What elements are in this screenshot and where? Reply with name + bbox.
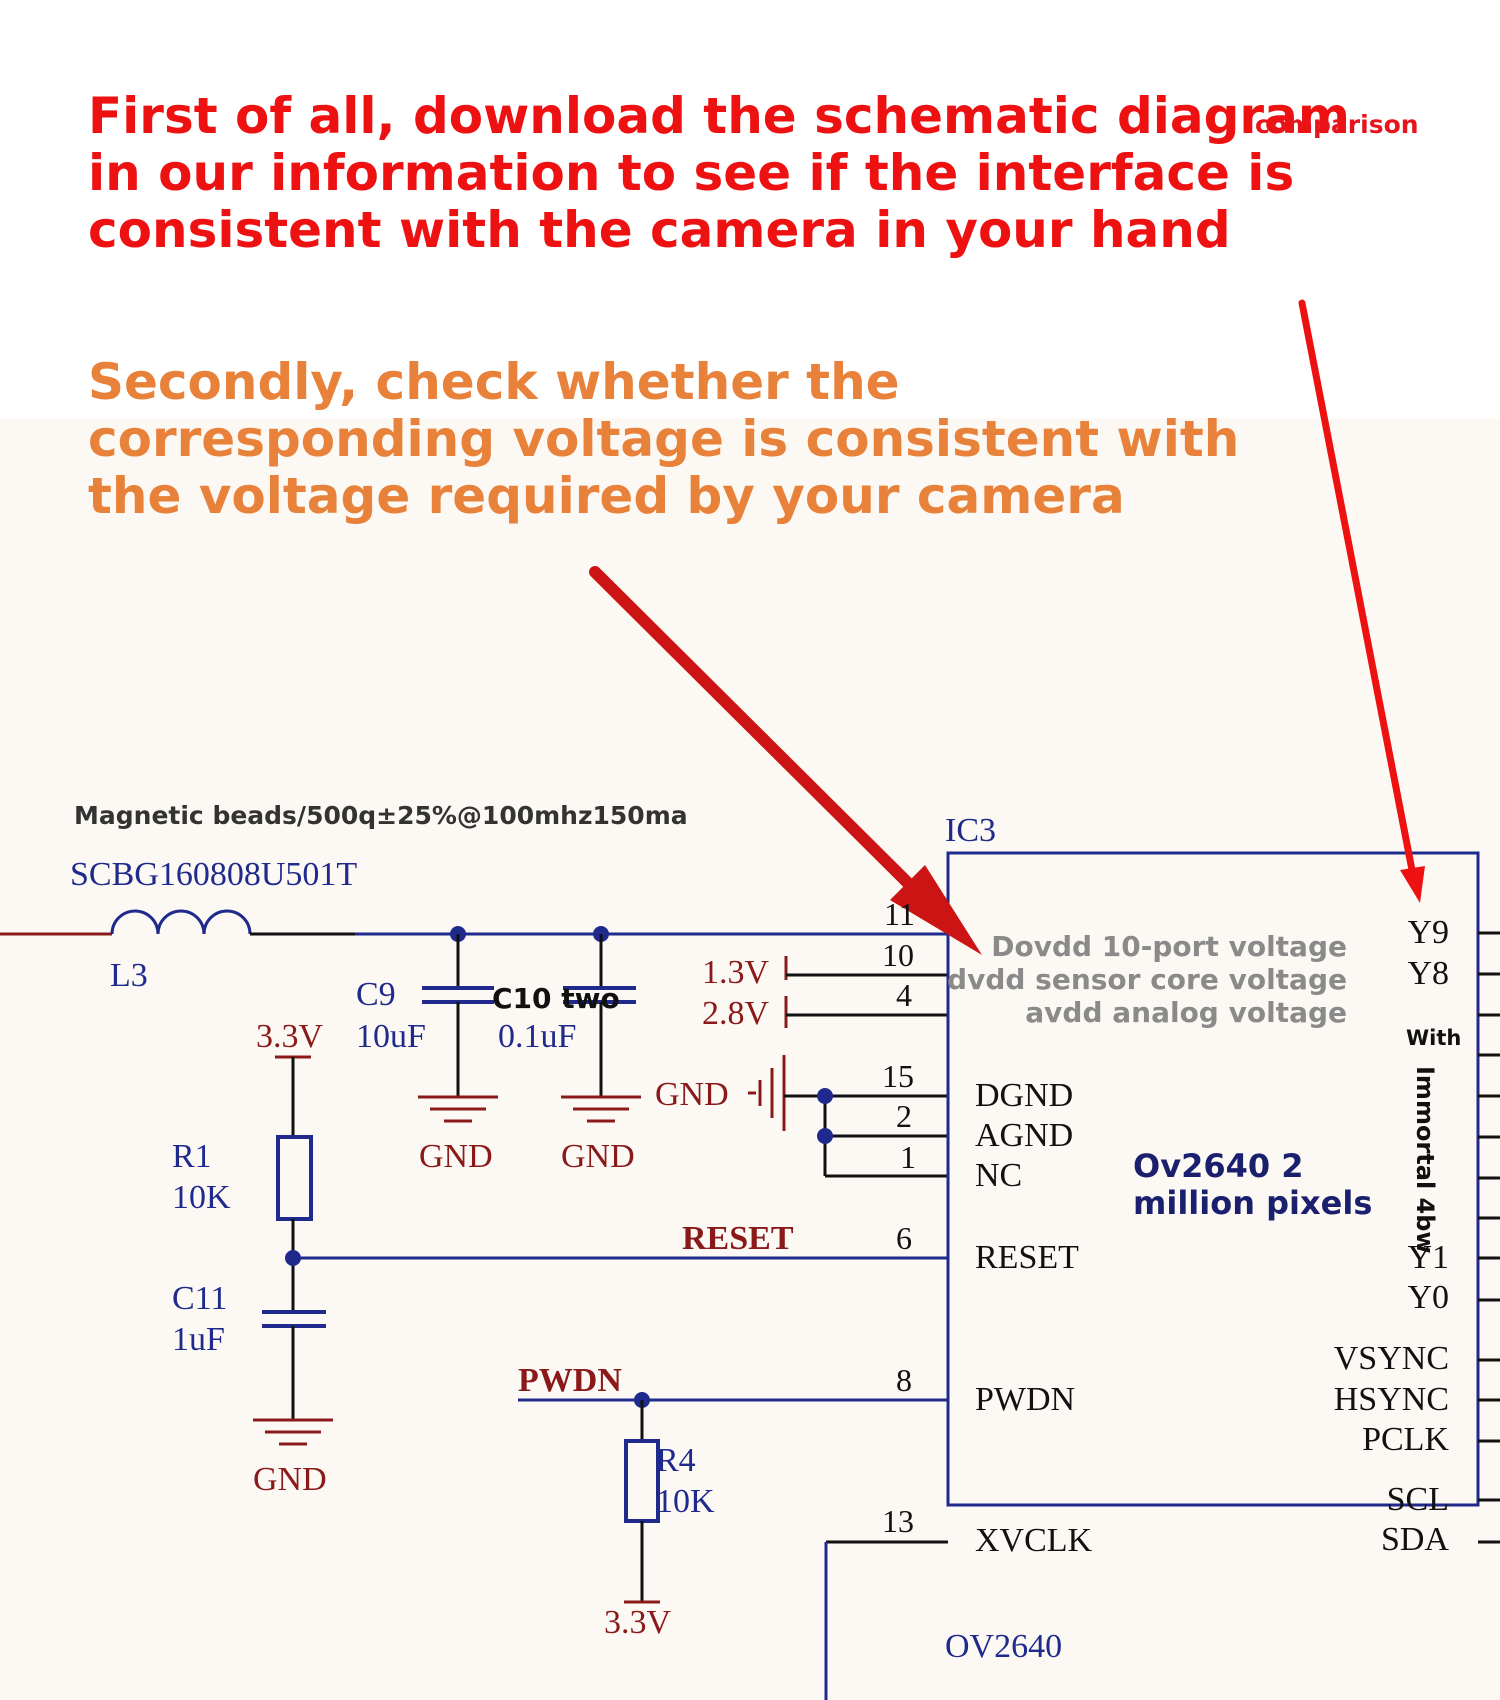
- c9-capacitor: [418, 934, 498, 1123]
- second-heading-line-2: corresponding voltage is consistent with: [88, 410, 1240, 468]
- pin-number-6: 6: [896, 1220, 912, 1256]
- second-heading-line-3: the voltage required by your camera: [88, 467, 1125, 525]
- pin-number-2: 2: [896, 1098, 912, 1134]
- r4-value: 10K: [656, 1483, 715, 1520]
- c10-capacitor: [561, 934, 641, 1123]
- xvclk-wire: [824, 1540, 948, 1700]
- c9-value: 10uF: [356, 1018, 426, 1055]
- ic3-ref-label: IC3: [945, 812, 996, 849]
- pin-label-y0: Y0: [1407, 1279, 1449, 1316]
- pin-label-xvclk: XVCLK: [975, 1522, 1093, 1559]
- pin-number-13: 13: [882, 1503, 914, 1539]
- arrow-to-y9-pin: [1298, 299, 1425, 903]
- lower-background: [0, 418, 1500, 1700]
- pin-label-vsync: VSYNC: [1333, 1340, 1449, 1377]
- pwdn-net-label: PWDN: [518, 1362, 622, 1399]
- gnd-ic-label: GND: [655, 1076, 729, 1113]
- second-heading-line-1: Secondly, check whether the: [88, 353, 900, 411]
- c10-note: C10 two: [492, 982, 620, 1015]
- pin-label-sda: SDA: [1380, 1521, 1449, 1558]
- pin-number-4: 4: [896, 977, 912, 1013]
- pin-label-y8: Y8: [1407, 955, 1449, 992]
- v33-bottom-label: 3.3V: [604, 1604, 672, 1641]
- gnd-c9-label: GND: [419, 1138, 493, 1175]
- pin-label-pwdn: PWDN: [975, 1381, 1076, 1418]
- v13-label: 1.3V: [702, 954, 770, 991]
- voltage-supplies: [784, 956, 948, 1028]
- reset-net-label: RESET: [682, 1220, 794, 1257]
- pin-label-nc: NC: [975, 1157, 1023, 1194]
- voltage-note-dovdd: Dovdd 10-port voltage: [991, 930, 1347, 963]
- gnd-symbol-ic: [748, 1055, 948, 1178]
- first-heading-line-1: First of all, download the schematic dia…: [88, 87, 1350, 145]
- v33-top-label: 3.3V: [256, 1018, 324, 1055]
- pin-label-pclk: PCLK: [1362, 1421, 1449, 1458]
- ov2640-desc-line-2: million pixels: [1133, 1184, 1373, 1222]
- pin-number-1: 1: [900, 1139, 916, 1175]
- pin-label-y9: Y9: [1407, 914, 1449, 951]
- pin-number-15: 15: [882, 1058, 914, 1094]
- pin-number-8: 8: [896, 1362, 912, 1398]
- voltage-note-avdd: avdd analog voltage: [1025, 996, 1347, 1029]
- pin-label-hsync: HSYNC: [1333, 1381, 1449, 1418]
- gnd-c10-label: GND: [561, 1138, 635, 1175]
- l3-label: L3: [110, 957, 148, 994]
- ic3-part-label: OV2640: [945, 1628, 1063, 1665]
- c11-value: 1uF: [172, 1321, 225, 1358]
- gnd-c11-label: GND: [253, 1461, 327, 1498]
- pin-label-scl: SCL: [1386, 1481, 1449, 1518]
- voltage-note-dvdd: dvdd sensor core voltage: [947, 963, 1347, 996]
- r1-label: R1: [172, 1138, 212, 1175]
- pin-number-11: 11: [884, 896, 915, 932]
- comparison-label: comparison: [1255, 110, 1419, 139]
- magnetic-beads-note: Magnetic beads/500q±25%@100mhz150ma: [74, 801, 688, 830]
- pin-label-reset: RESET: [975, 1239, 1079, 1276]
- arrow-to-voltage-pins: [589, 566, 982, 955]
- r1-value: 10K: [172, 1179, 231, 1216]
- pin-label-y1: Y1: [1407, 1239, 1449, 1276]
- ov2640-desc-line-1: Ov2640 2: [1133, 1147, 1304, 1185]
- l3-inductor: [0, 909, 948, 936]
- with-label: With: [1406, 1026, 1462, 1050]
- immortal-label: Immortal 4bw: [1411, 1066, 1439, 1254]
- r1-c11-reset: [253, 1055, 948, 1446]
- pin-number-10: 10: [882, 937, 914, 973]
- c11-label: C11: [172, 1280, 228, 1317]
- pin-label-dgnd: DGND: [975, 1077, 1074, 1114]
- v28-label: 2.8V: [702, 995, 770, 1032]
- first-heading-line-2: in our information to see if the interfa…: [88, 144, 1295, 202]
- l3-part-number: SCBG160808U501T: [70, 856, 358, 893]
- first-heading-line-3: consistent with the camera in your hand: [88, 201, 1231, 259]
- r4-label: R4: [656, 1442, 696, 1479]
- right-pin-stubs: [1478, 931, 1500, 1544]
- c10-value: 0.1uF: [498, 1018, 577, 1055]
- pwdn-r4: [518, 1392, 948, 1604]
- pin-label-agnd: AGND: [975, 1117, 1074, 1154]
- c9-label: C9: [356, 976, 396, 1013]
